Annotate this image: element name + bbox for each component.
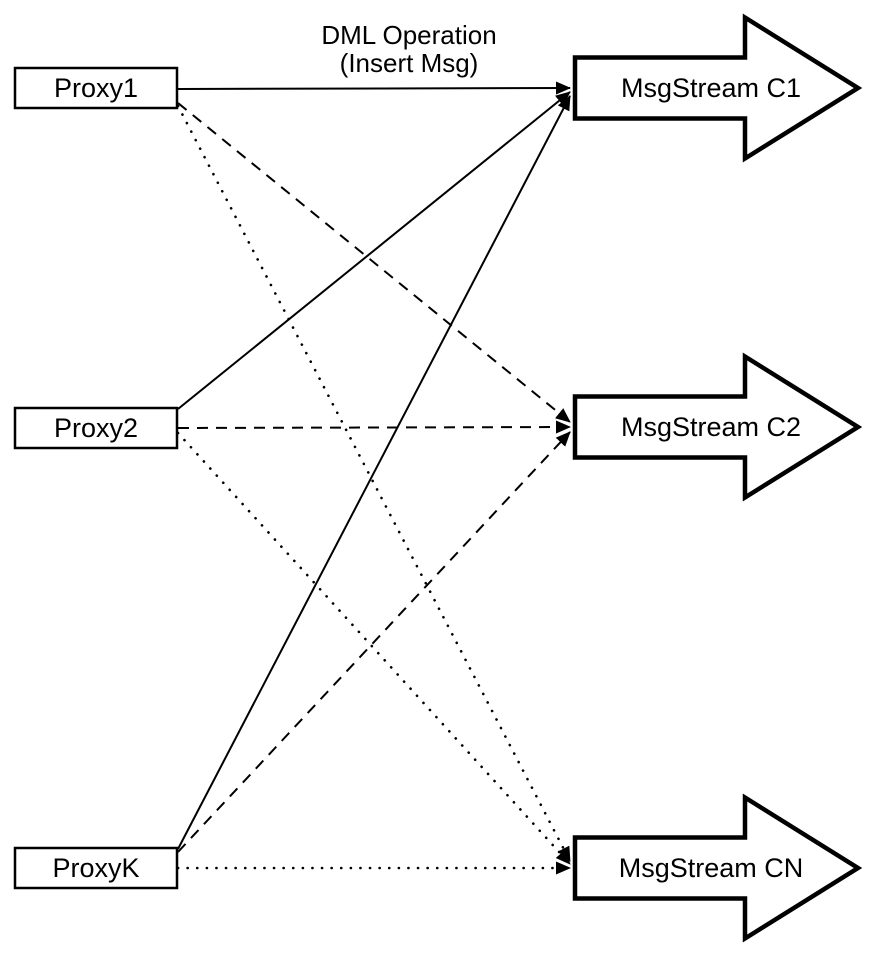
edge-proxy1-to-cn — [176, 104, 572, 863]
proxy1-box — [13, 66, 179, 110]
proxyk-box — [13, 846, 179, 890]
edge-proxy2-to-c2 — [177, 420, 571, 434]
msgstream-c1-arrow-shape — [572, 13, 863, 163]
edge-proxy2-to-cn — [176, 431, 572, 866]
msgstream-c1-label: MsgStream C1 — [620, 73, 802, 103]
diagram-title-line1: DML Operation — [321, 20, 497, 50]
edge-proxy1-to-c1 — [177, 81, 571, 95]
diagram-title-line2: (Insert Msg) — [339, 48, 479, 78]
edge-proxyk-to-c2 — [177, 431, 571, 853]
proxyk-label: ProxyK — [52, 853, 140, 883]
msgstream-c2-label: MsgStream C2 — [620, 412, 802, 442]
edge-proxy2-to-c1 — [177, 91, 571, 410]
diagram-title: DML Operation (Insert Msg) — [259, 21, 559, 77]
msgstream-c2-arrow-shape — [572, 352, 863, 502]
edge-proxyk-to-c1 — [177, 95, 571, 850]
msgstream-cn-arrow-shape — [572, 793, 863, 943]
edge-proxy1-to-c2 — [177, 102, 571, 423]
proxy2-label: Proxy2 — [53, 413, 139, 443]
proxy2-box — [13, 406, 179, 450]
msgstream-cn-label: MsgStream CN — [618, 853, 804, 883]
proxy1-label: Proxy1 — [53, 73, 139, 103]
